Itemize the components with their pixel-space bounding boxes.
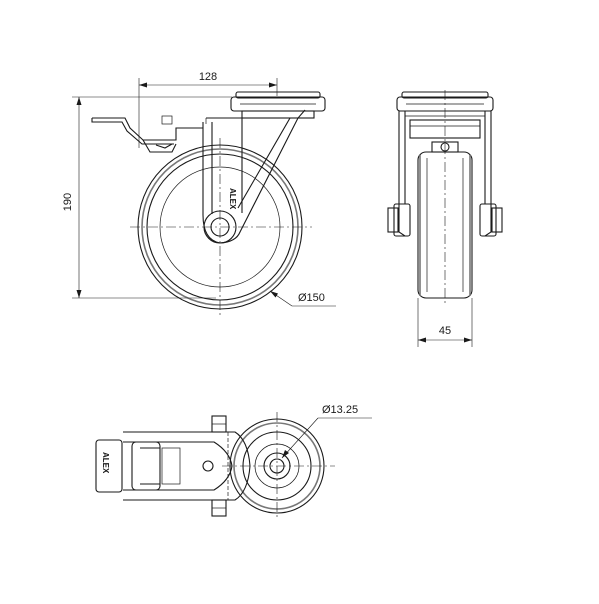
top-view: ALEX Ø13.25: [95, 404, 372, 520]
side-view: ALEX 128 190 Ø150: [62, 71, 336, 318]
top-logo: ALEX: [101, 452, 110, 474]
top-axle-nuts: [211, 415, 227, 517]
dim-190: 190: [62, 96, 232, 299]
side-fork: [202, 109, 306, 244]
side-brake-lever: [91, 115, 203, 153]
dim-128-label: 128: [199, 71, 217, 83]
dim-45-label: 45: [439, 325, 451, 337]
dim-wheel-diameter-label: Ø150: [298, 292, 325, 304]
dim-bolt-hole: Ø13.25: [281, 404, 372, 459]
dim-128: 128: [138, 71, 278, 148]
dim-bolt-hole-label: Ø13.25: [322, 404, 358, 416]
side-logo: ALEX: [228, 188, 237, 210]
dim-190-label: 190: [62, 193, 74, 211]
front-fork: [398, 111, 492, 237]
dim-45: 45: [417, 298, 473, 347]
side-swivel-head: [230, 91, 326, 119]
front-view: 45: [387, 90, 503, 347]
top-fork-body: [123, 431, 251, 501]
front-axle: [387, 203, 503, 237]
top-brake-pedal: [95, 439, 181, 493]
dim-wheel-diameter: Ø150: [269, 290, 336, 307]
